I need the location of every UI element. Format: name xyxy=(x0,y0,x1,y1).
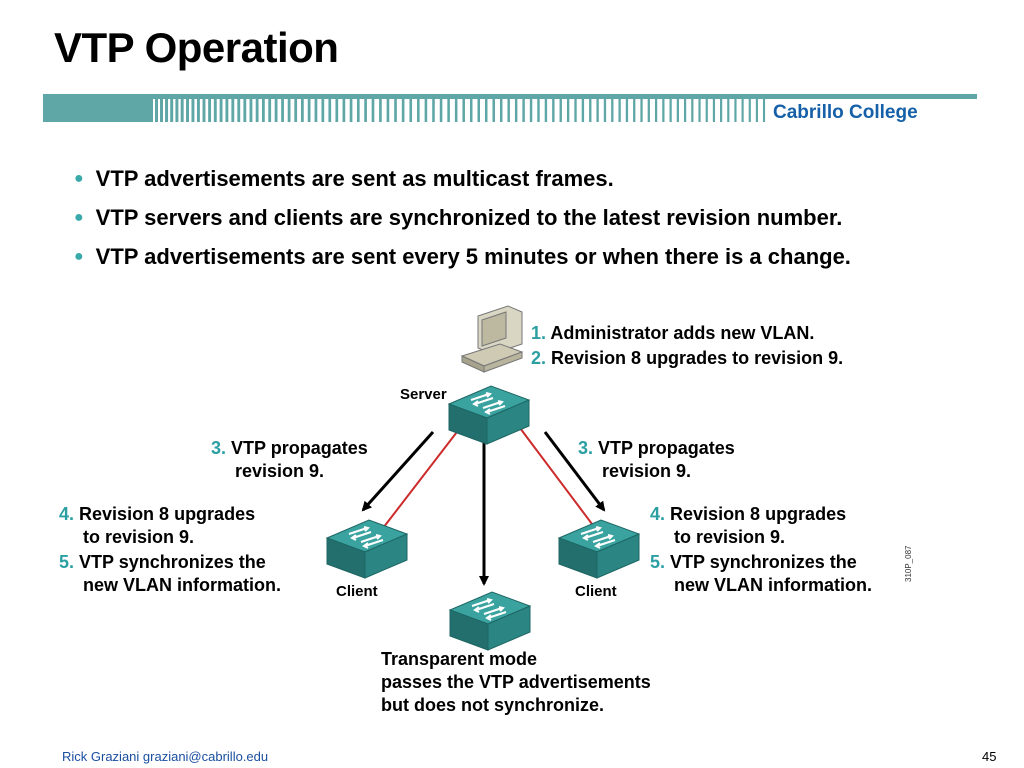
bullet-list: ●VTP advertisements are sent as multicas… xyxy=(74,166,851,283)
bullet-icon: ● xyxy=(74,248,84,265)
page-number: 45 xyxy=(982,749,997,764)
step-4-left-label: 4. Revision 8 upgrades to revision 9. xyxy=(59,504,256,547)
arrow-left xyxy=(361,430,435,512)
client-switch-right-icon xyxy=(558,519,640,579)
step-5-left-label: 5. VTP synchronizes the new VLAN informa… xyxy=(59,552,281,595)
computer-icon xyxy=(460,305,524,373)
bullet-item: ●VTP advertisements are sent every 5 min… xyxy=(74,244,851,269)
server-label: Server xyxy=(400,386,447,403)
college-logo-text: Cabrillo College xyxy=(773,102,918,123)
footer-author: Rick Graziani graziani@cabrillo.edu xyxy=(62,749,269,764)
link-left xyxy=(379,427,461,533)
link-right xyxy=(519,427,596,529)
bullet-icon: ● xyxy=(74,170,84,187)
slide-title: VTP Operation xyxy=(54,24,339,71)
header-rule xyxy=(43,94,977,122)
step-4-right-label: 4. Revision 8 upgrades to revision 9. xyxy=(650,504,847,547)
step-3-left-label: 3. VTP propagates revision 9. xyxy=(211,438,368,481)
transparent-mode-label: Transparent mode passes the VTP advertis… xyxy=(381,649,651,715)
bullet-item: ●VTP advertisements are sent as multicas… xyxy=(74,166,614,191)
client-switch-left-icon xyxy=(326,519,408,579)
step-1-label: 1. Administrator adds new VLAN. xyxy=(531,323,815,343)
step-2-label: 2. Revision 8 upgrades to revision 9. xyxy=(531,348,844,368)
bullet-icon: ● xyxy=(74,209,84,226)
server-switch-icon xyxy=(448,385,530,445)
bullet-item: ●VTP servers and clients are synchronize… xyxy=(74,205,843,230)
arrow-right xyxy=(543,431,606,512)
transparent-switch-icon xyxy=(449,591,531,651)
figure-code: 310P_087 xyxy=(904,545,913,582)
client-right-label: Client xyxy=(575,583,617,600)
client-left-label: Client xyxy=(336,583,378,600)
step-5-right-label: 5. VTP synchronizes the new VLAN informa… xyxy=(650,552,872,595)
step-3-right-label: 3. VTP propagates revision 9. xyxy=(578,438,735,481)
